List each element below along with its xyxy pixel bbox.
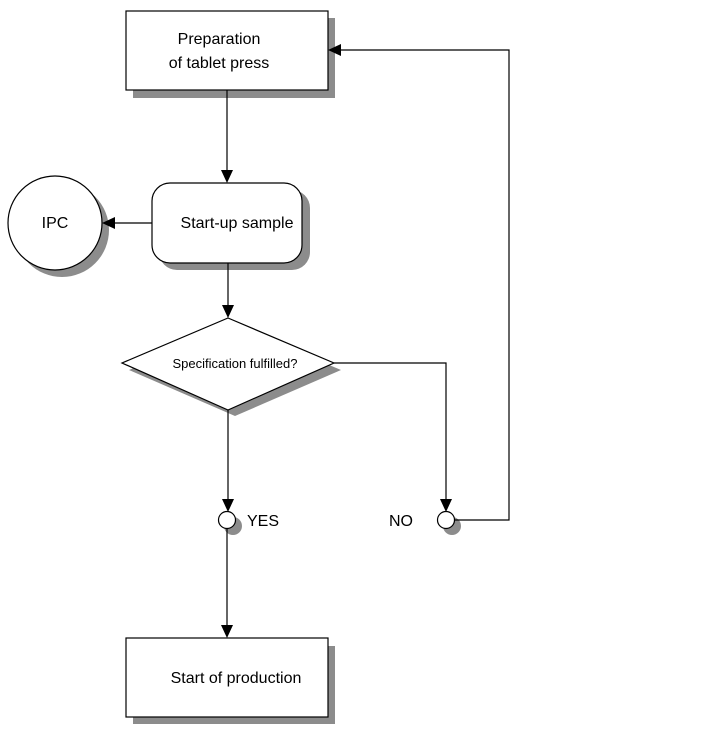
arrow-sample-to-decision [222,263,234,318]
arrow-decision-to-no [334,362,452,512]
no-connector: NO [389,510,461,535]
arrow-yes-to-production [221,529,233,638]
preparation-label-line1: Preparation [178,31,261,48]
arrow-preparation-to-sample [221,90,233,183]
preparation-label-line2: of tablet press [169,55,270,72]
arrowhead-down [221,625,233,638]
startup-sample-label: Start-up sample [181,215,294,232]
arrowhead-down [222,305,234,318]
arrowhead-down [440,499,452,512]
startup-sample-node: Start-up sample [151,182,310,270]
ipc-node: IPC [7,175,109,277]
arrow-sample-to-ipc [102,217,152,229]
start-production-node: Start of production [125,637,335,724]
decision-label: Specification fulfilled? [172,356,297,371]
preparation-node: Preparation of tablet press [125,10,335,98]
arrowhead-down [222,499,234,512]
start-production-node-box [125,637,329,718]
yes-connector: YES [217,510,279,535]
arrowhead-left [102,217,115,229]
arrow-no-loop-to-preparation [328,44,510,521]
preparation-node-box [125,10,329,91]
arrowhead-down [221,170,233,183]
decision-node: Specification fulfilled? [120,317,341,416]
no-label: NO [389,513,413,530]
start-production-label: Start of production [171,670,302,687]
no-connector-circle [436,510,456,530]
arrowhead-left [328,44,341,56]
yes-connector-circle [217,510,237,530]
arrow-decision-to-yes [222,410,234,512]
yes-label: YES [247,513,279,530]
ipc-label: IPC [42,215,69,232]
